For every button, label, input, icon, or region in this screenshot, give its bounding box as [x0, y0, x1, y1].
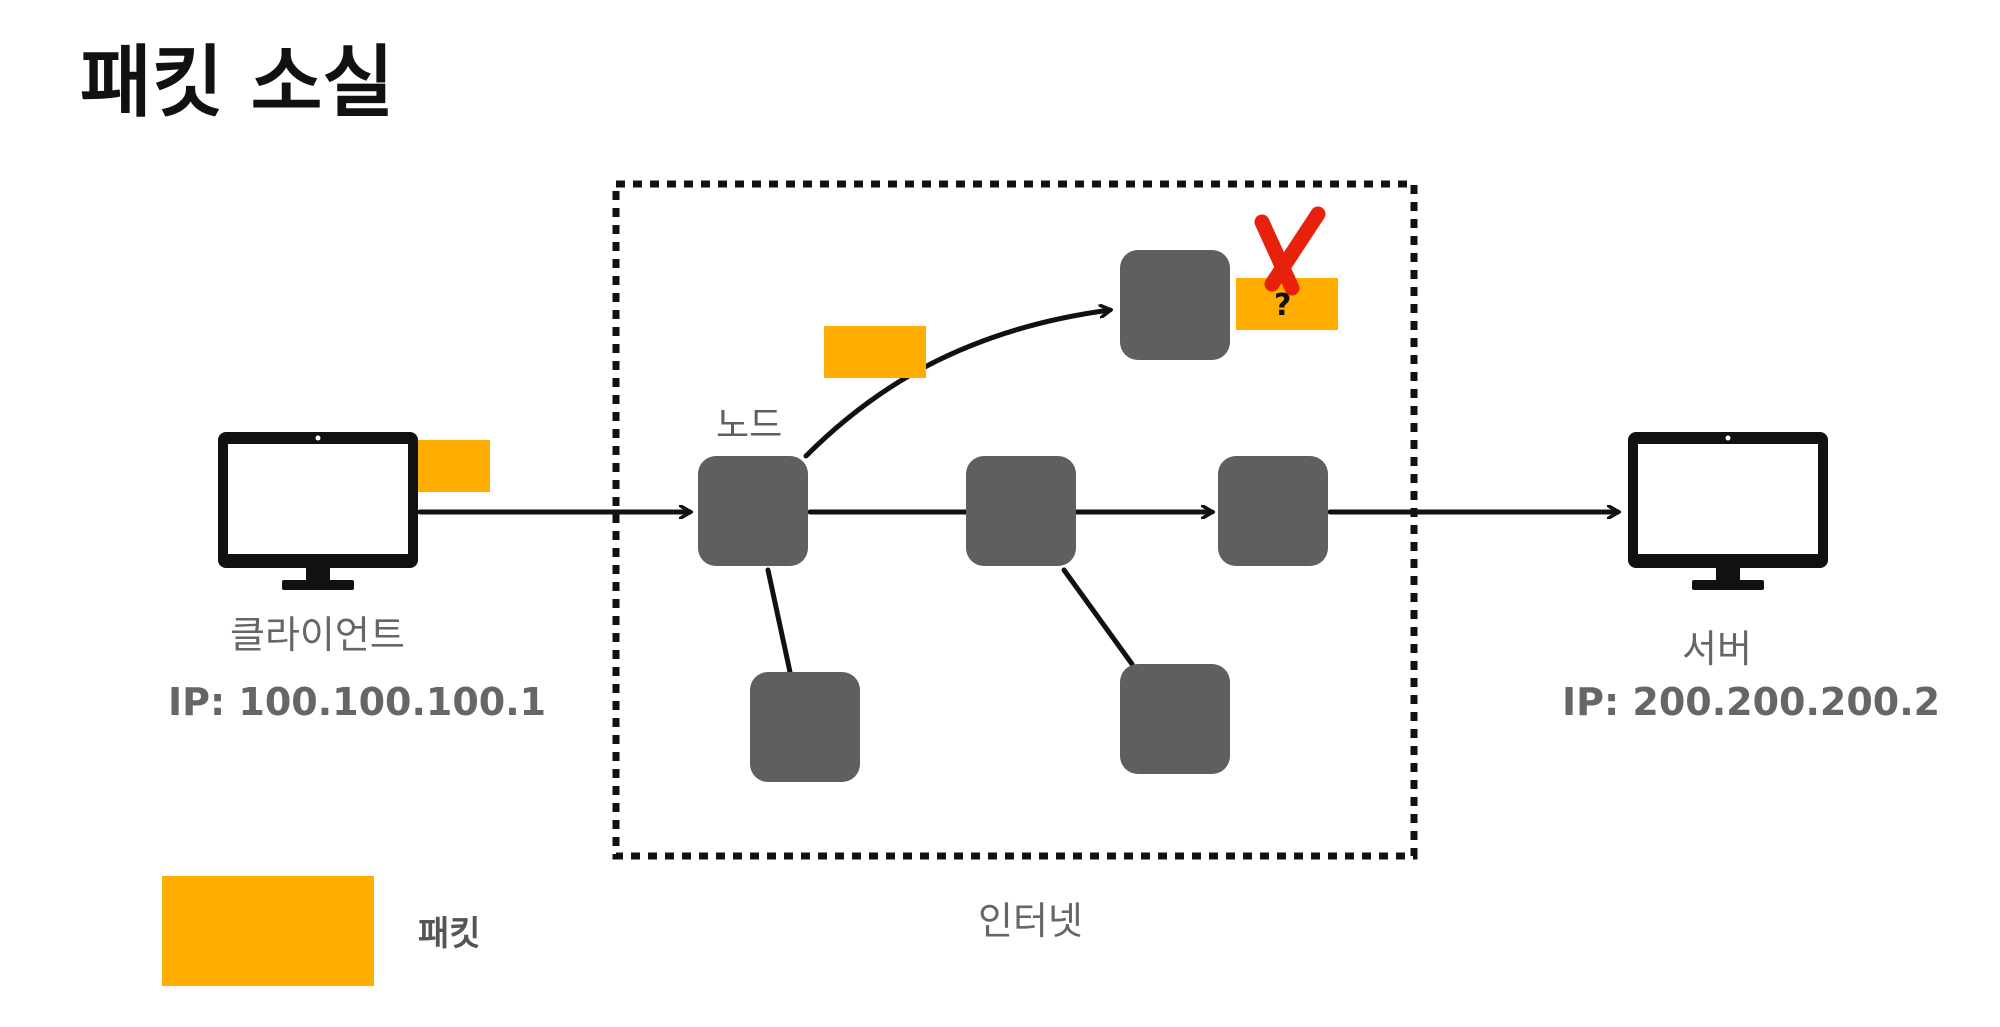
node-label: 노드 — [716, 405, 783, 446]
legend-packet-swatch — [162, 876, 374, 986]
monitor-icon — [1628, 432, 1828, 590]
node-1 — [698, 456, 808, 566]
client-label: 클라이언트 — [230, 613, 405, 657]
packet-in-transit — [824, 326, 926, 378]
internet-boundary — [612, 180, 1418, 860]
cross-icon — [1254, 206, 1326, 296]
client-ip: IP: 100.100.100.1 — [168, 680, 547, 724]
node-middle — [966, 456, 1076, 566]
node-bottom-right — [1120, 664, 1230, 774]
page-title: 패킷 소실 — [80, 38, 395, 128]
node-right — [1218, 456, 1328, 566]
node-bottom-left — [750, 672, 860, 782]
monitor-icon — [218, 432, 418, 590]
legend-label: 패킷 — [418, 914, 481, 954]
link-node1-node-bottom-left — [765, 567, 793, 675]
server-ip: IP: 200.200.200.2 — [1562, 680, 1941, 724]
server-label: 서버 — [1682, 627, 1752, 671]
node-top — [1120, 250, 1230, 360]
internet-label: 인터넷 — [978, 899, 1083, 943]
link-node-middle-node-bottom-right — [1061, 567, 1135, 667]
lost-packet-mark: ? — [1274, 288, 1292, 323]
